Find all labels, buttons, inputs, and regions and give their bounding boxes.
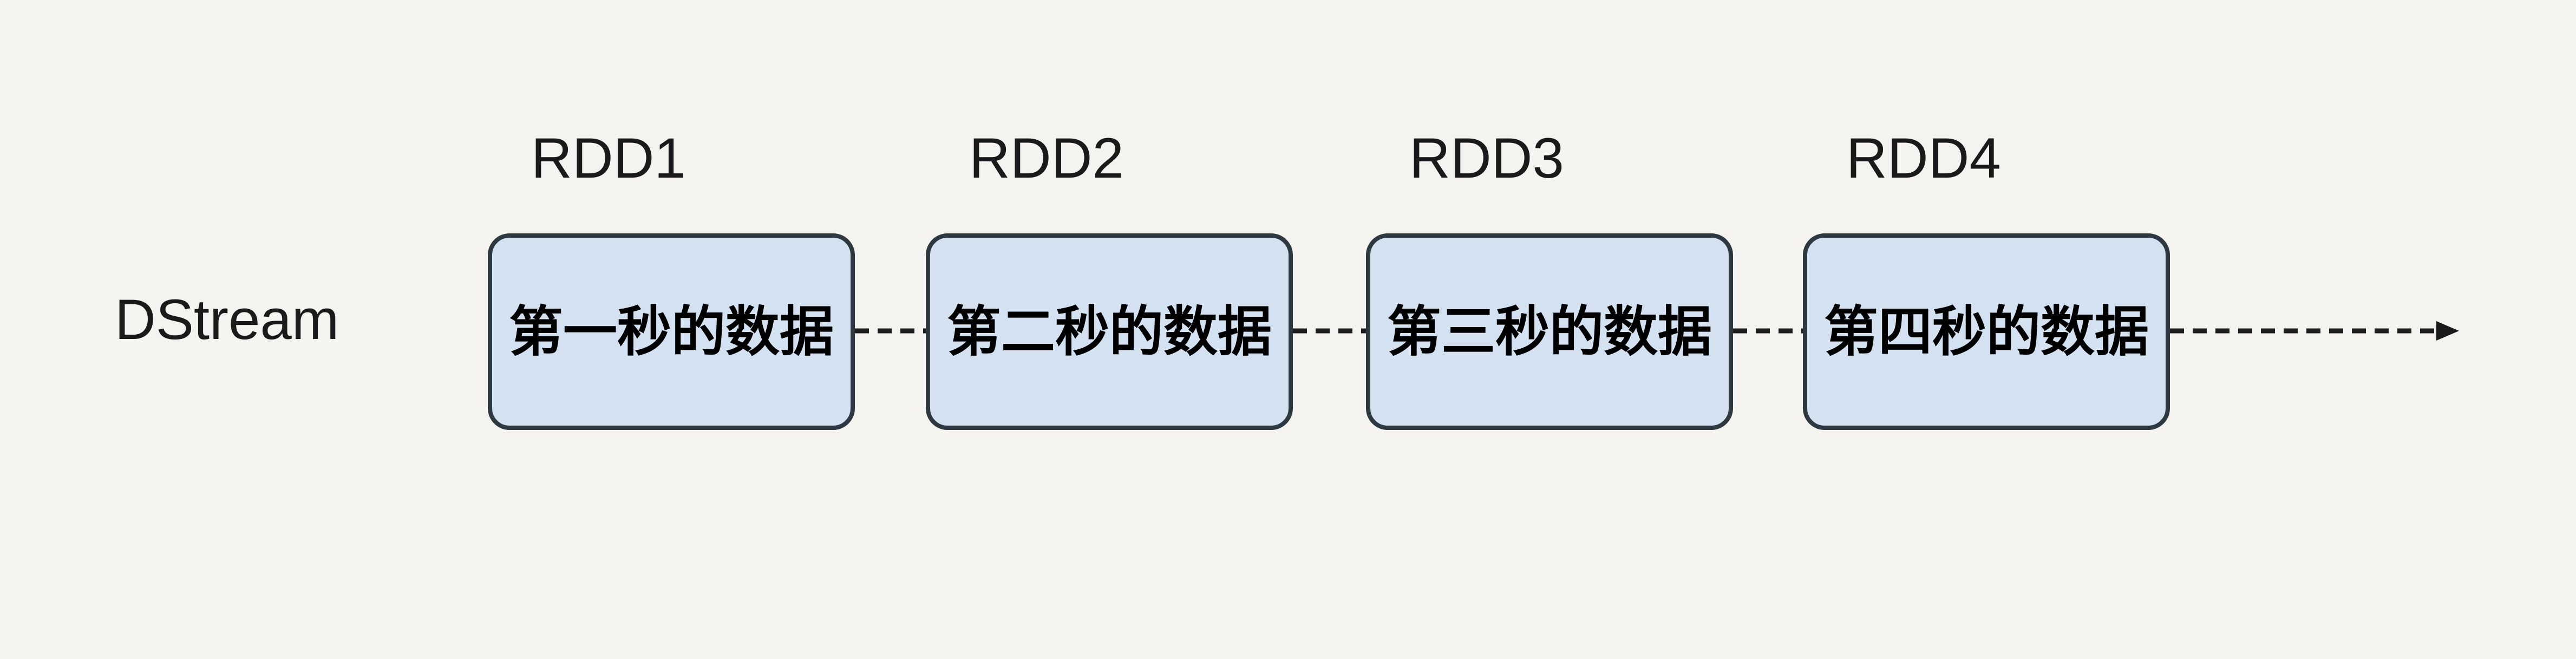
rdd-box-text-3: 第三秒的数据: [1387, 301, 1712, 362]
rdd-box-text-1: 第一秒的数据: [509, 301, 834, 362]
rdd-label-2: RDD2: [969, 127, 1124, 190]
rdd-box-2: 第二秒的数据: [926, 233, 1293, 430]
rdd-box-4: 第四秒的数据: [1803, 233, 2170, 430]
arrowhead-icon: [2436, 321, 2459, 341]
rdd-box-1: 第一秒的数据: [488, 233, 855, 430]
dstream-label: DStream: [115, 288, 339, 351]
rdd-box-text-4: 第四秒的数据: [1824, 301, 2149, 362]
rdd-label-3: RDD3: [1409, 127, 1564, 190]
rdd-box-text-2: 第二秒的数据: [947, 301, 1272, 362]
rdd-label-1: RDD1: [531, 127, 686, 190]
rdd-label-4: RDD4: [1846, 127, 2001, 190]
rdd-box-3: 第三秒的数据: [1366, 233, 1733, 430]
